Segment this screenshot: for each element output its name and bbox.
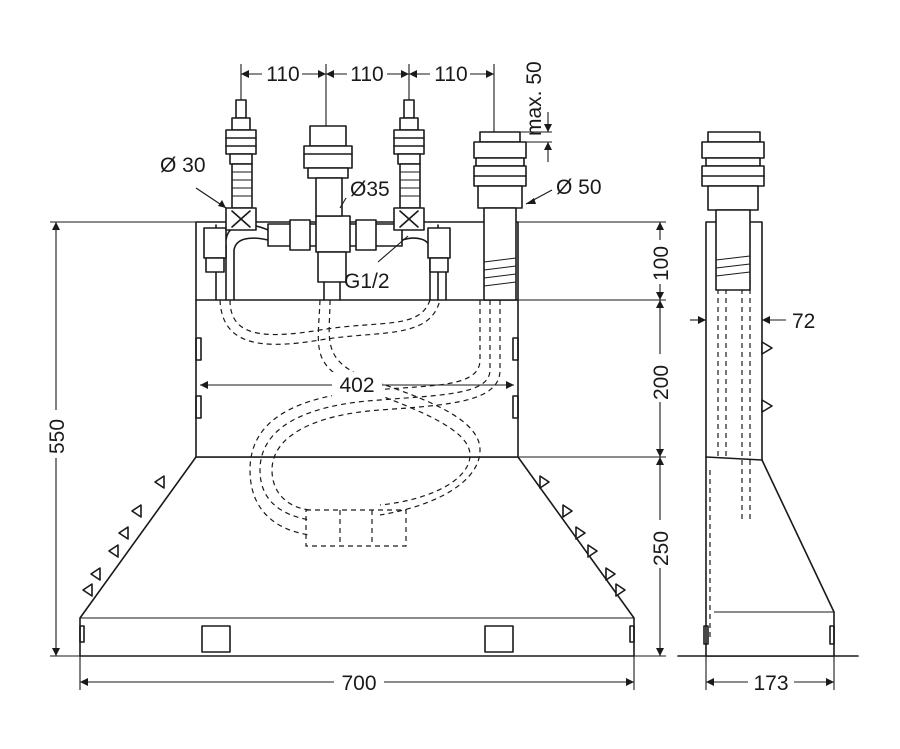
foot-slot-right (484, 625, 514, 653)
right-mounting-tabs (539, 475, 626, 597)
dim-thread: G1/2 (344, 270, 390, 293)
dim-total-height: 550 (46, 419, 69, 454)
dim-diameter-50: Ø 50 (556, 176, 602, 199)
front-dimensions: 110 110 110 max. 50 Ø 30 Ø35 Ø 50 G1/2 5… (42, 61, 674, 696)
dim-height-250: 250 (650, 531, 673, 566)
dim-height-200: 200 (650, 365, 673, 400)
dim-spacing-1: 110 (266, 63, 299, 86)
right-valve (393, 99, 425, 231)
dim-spacing-3: 110 (434, 63, 467, 86)
side-view (677, 131, 859, 657)
middle-valve (303, 125, 353, 217)
dim-diameter-30: Ø 30 (160, 154, 206, 177)
side-dimensions: 72 173 (690, 310, 835, 696)
dim-max-50: max. 50 (523, 61, 546, 136)
dim-side-depth: 173 (753, 672, 788, 695)
left-mounting-tabs (82, 475, 165, 597)
dim-total-width: 700 (341, 672, 376, 695)
pipework (203, 215, 451, 301)
dim-inner-width: 402 (339, 374, 374, 397)
hidden-hoses (219, 299, 501, 547)
dim-height-100: 100 (650, 246, 673, 281)
dim-diameter-35: Ø35 (350, 178, 390, 201)
left-valve (225, 99, 257, 231)
dim-side-width: 72 (792, 310, 815, 333)
foot-slot-left (201, 625, 231, 653)
dim-spacing-2: 110 (350, 63, 383, 86)
shower-outlet (473, 131, 527, 301)
